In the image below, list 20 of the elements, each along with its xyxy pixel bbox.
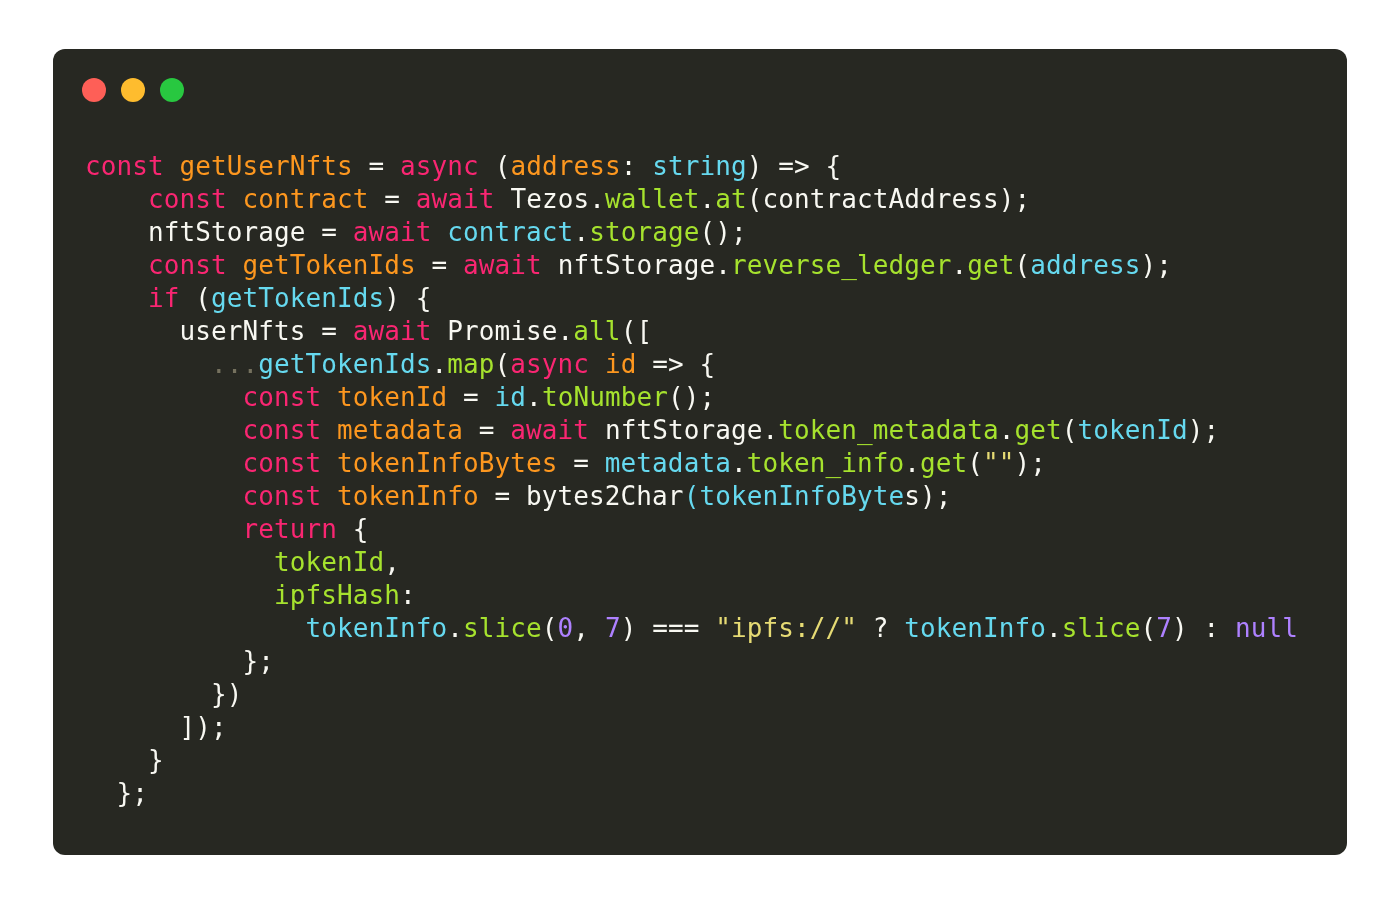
code-line: const contract = await Tezos.wallet.at(contractAddress); xyxy=(148,183,1031,216)
code-line: const tokenInfoBytes = metadata.token_info.get(""); xyxy=(242,447,1047,480)
code-line: ...getTokenIds.map(async id => { xyxy=(211,348,716,381)
code-line: userNfts = await Promise.all([ xyxy=(179,315,653,348)
code-line: const getUserNfts = async (address: string) => { xyxy=(85,150,842,183)
code-line: const getTokenIds = await nftStorage.reverse_ledger.get(address); xyxy=(148,249,1173,282)
code-line: ]); xyxy=(179,711,227,744)
code-line: return { xyxy=(242,513,369,546)
code-line: ipfsHash: xyxy=(274,579,416,612)
code-line: const metadata = await nftStorage.token_metadata.get(tokenId); xyxy=(242,414,1220,447)
code-line: } xyxy=(148,744,164,777)
code-line: nftStorage = await contract.storage(); xyxy=(148,216,747,249)
code-line: tokenInfo.slice(0, 7) === "ipfs://" ? tokenInfo.slice(7) : null xyxy=(305,612,1299,645)
code-line: const tokenId = id.toNumber(); xyxy=(242,381,716,414)
code-line: if (getTokenIds) { xyxy=(148,282,432,315)
code-line: }; xyxy=(116,777,148,810)
code-line: const tokenInfo = bytes2Char(tokenInfoBytes); xyxy=(242,480,952,513)
code-line: tokenId, xyxy=(274,546,401,579)
code-line: }; xyxy=(242,645,274,678)
code-line: }) xyxy=(211,678,243,711)
